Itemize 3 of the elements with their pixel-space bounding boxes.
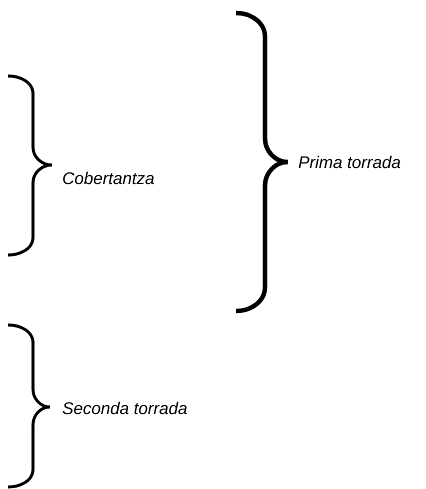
brace-label: Cobertantza [63,172,154,184]
brace-label: Prima torrada [298,156,400,168]
brace-label: Seconda torrada [62,402,187,414]
